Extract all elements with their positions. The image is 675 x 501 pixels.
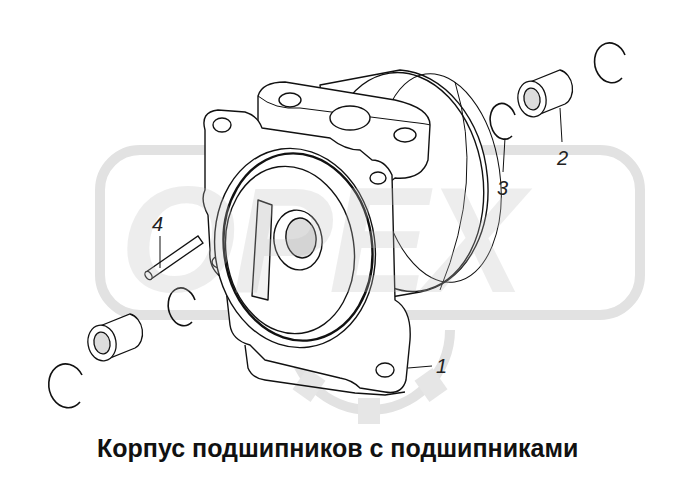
watermark-text: ОРЕХ	[120, 165, 521, 315]
callout-number: 4	[152, 214, 163, 234]
callout-number: 2	[557, 148, 568, 168]
callout-number: 3	[497, 178, 508, 198]
right-bearing	[515, 70, 572, 119]
caption-text: Корпус подшипников с подшипниками	[97, 436, 578, 461]
callout-number: 1	[436, 356, 447, 376]
circlip	[49, 43, 625, 408]
left-bearing	[85, 314, 142, 363]
